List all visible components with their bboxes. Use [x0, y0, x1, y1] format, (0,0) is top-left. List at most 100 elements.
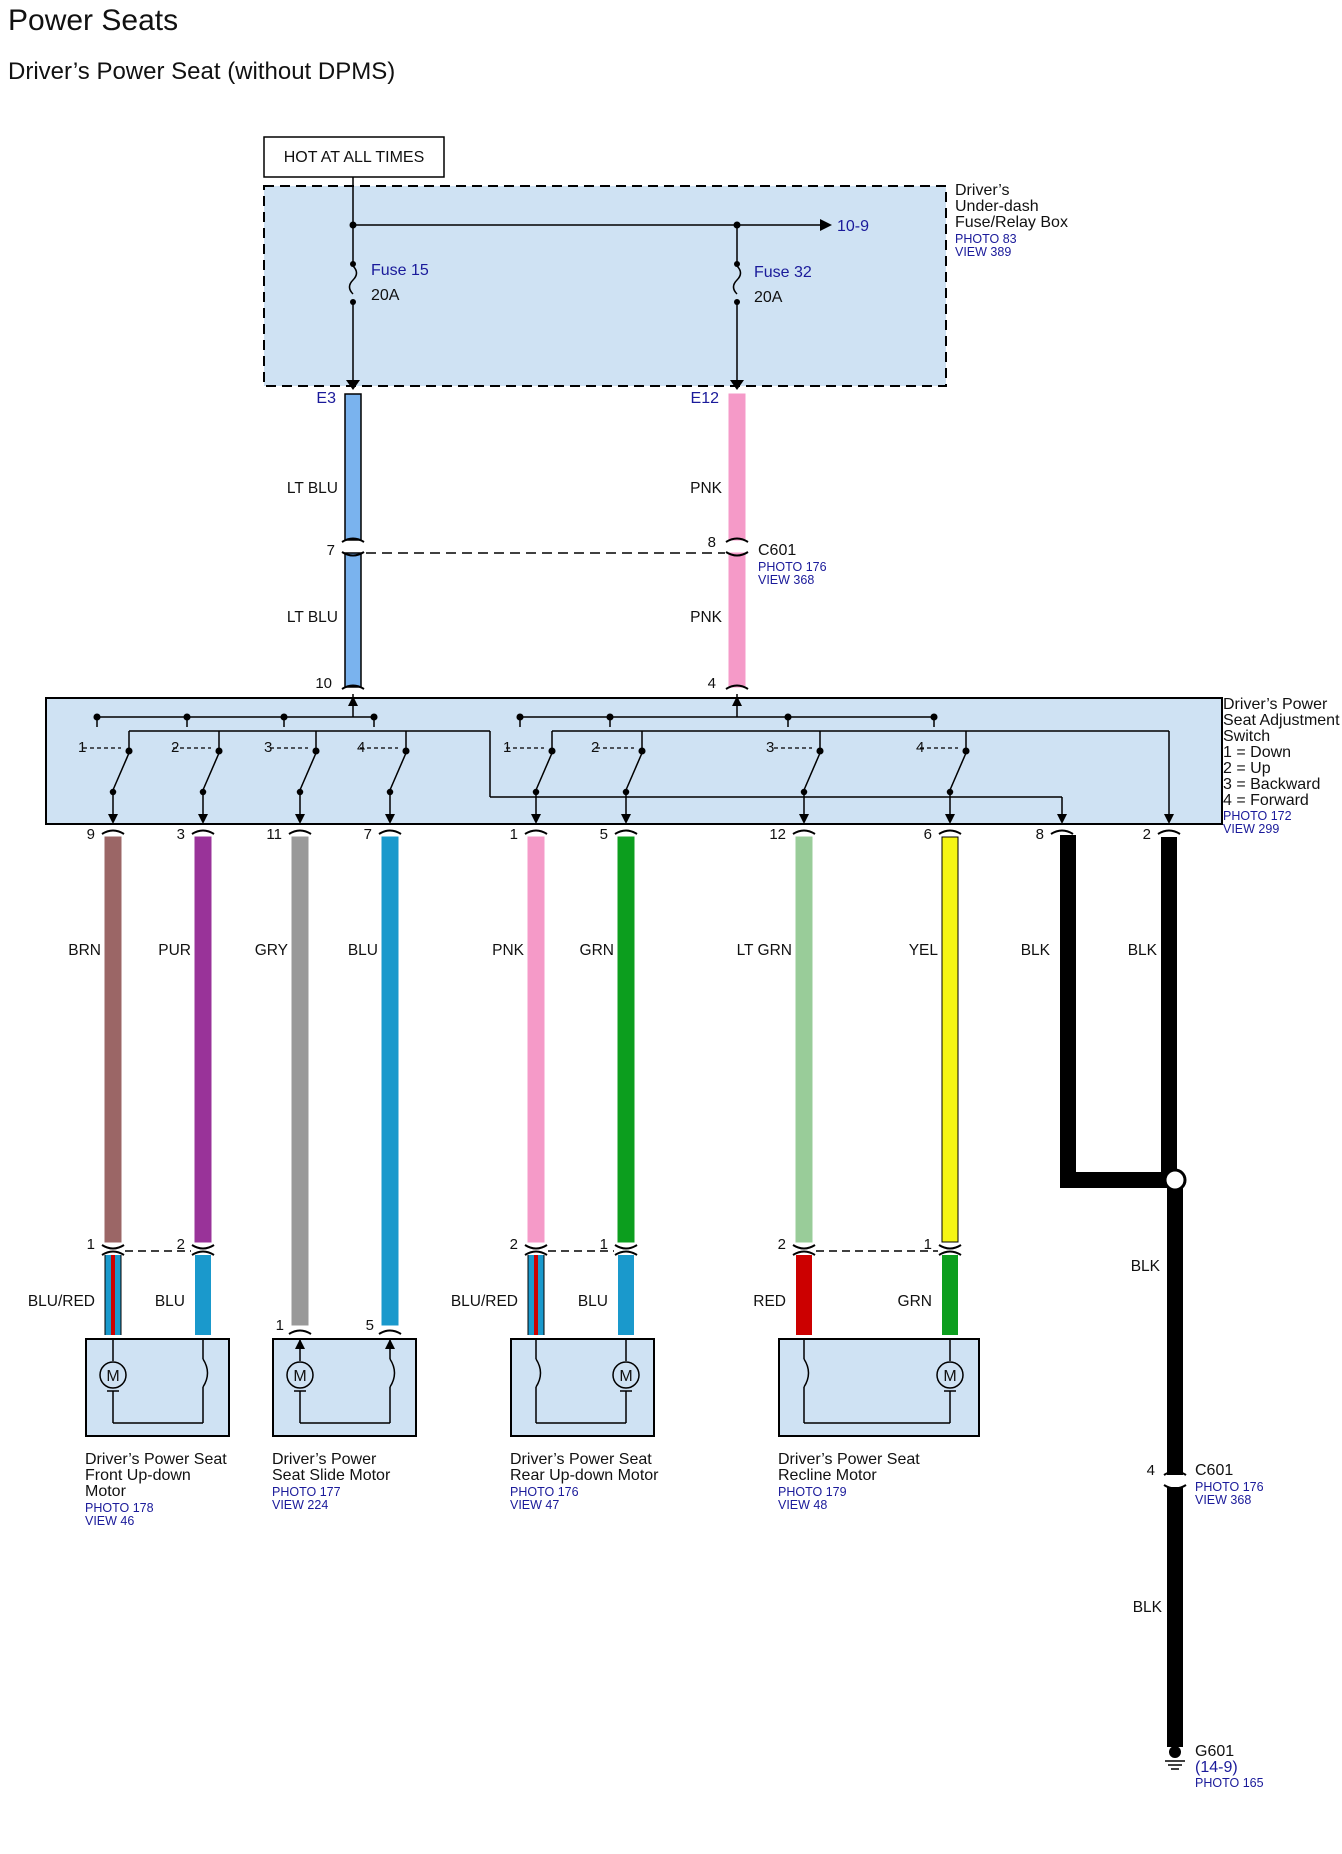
- switch-contact-number: 2: [591, 739, 599, 756]
- ground-point-icon: [1169, 1746, 1181, 1758]
- wire-lt-blu-lower: [344, 552, 362, 688]
- motor-view: VIEW 46: [85, 1514, 134, 1528]
- output-wire-label: BLK: [1128, 942, 1158, 959]
- motor-lead-label: BLU/RED: [451, 1293, 518, 1310]
- switch-contact-number: 2: [171, 739, 179, 756]
- output-wire: [795, 836, 813, 1243]
- arrow-icon: [820, 219, 832, 231]
- switch-view: VIEW 299: [1223, 822, 1279, 836]
- output-wire: [194, 836, 212, 1243]
- ground-splice-icon: [1163, 1168, 1187, 1192]
- output-wire-label: BLK: [1021, 942, 1051, 959]
- motor-symbol: M: [293, 1368, 306, 1385]
- motor-lead-label: BLU/RED: [28, 1293, 95, 1310]
- motor-name: Rear Up-down Motor: [510, 1467, 659, 1484]
- switch-legend-4: 4 = Forward: [1223, 792, 1309, 809]
- motor-name: Driver’s Power Seat: [85, 1451, 227, 1468]
- output-wire-label: PUR: [158, 942, 191, 959]
- motor-lead-label: RED: [753, 1293, 786, 1310]
- motor-name: Driver’s Power Seat: [778, 1451, 920, 1468]
- output-pin: 11: [266, 826, 282, 843]
- hot-at-all-times-box: [263, 136, 445, 178]
- wire-blk-ground-low: [1167, 1487, 1183, 1747]
- motor-name: Seat Slide Motor: [272, 1467, 391, 1484]
- output-wire-label: YEL: [909, 942, 939, 959]
- wire-lt-blu-upper: [344, 393, 362, 541]
- motor-connector-pin: 1: [276, 1317, 284, 1334]
- ground-name: G601: [1195, 1743, 1234, 1760]
- switch-contact-number: 4: [916, 739, 924, 756]
- wire-label-lt-blu-1: LT BLU: [287, 480, 338, 497]
- output-pin: 2: [1143, 826, 1151, 843]
- motor-view: VIEW 47: [510, 1498, 559, 1512]
- output-wire: [104, 836, 122, 1243]
- switch-pin-10: 10: [315, 675, 332, 692]
- fuse-relay-box: [263, 185, 947, 387]
- fuse-box-ref: 10-9: [837, 218, 869, 235]
- fuse-box-photo: PHOTO 83: [955, 232, 1017, 246]
- circuit-breaker-icon: [389, 1358, 396, 1388]
- motor-icon: [612, 1361, 640, 1389]
- fuse-15-icon: [348, 265, 358, 295]
- output-wire-label: BLU: [348, 942, 378, 959]
- ground-junction-wire: [1060, 835, 1175, 1188]
- wire-label-pnk-1: PNK: [690, 480, 723, 497]
- motor-name: Front Up-down: [85, 1467, 191, 1484]
- circuit-breaker-icon: [202, 1358, 209, 1388]
- c601-ground-pin: 4: [1147, 1462, 1155, 1479]
- ground-ref: (14-9): [1195, 1759, 1238, 1776]
- wire-label-lt-blu-2: LT BLU: [287, 609, 338, 626]
- motor-connector-pin: 2: [778, 1236, 786, 1253]
- ground-wire-label-mid: BLK: [1131, 1258, 1161, 1275]
- output-pin: 3: [177, 826, 185, 843]
- motor-icon: [936, 1361, 964, 1389]
- wire-pnk-lower: [728, 552, 746, 688]
- output-wire-label: GRY: [255, 942, 288, 959]
- output-pin: 7: [364, 826, 372, 843]
- output-wire-label: BRN: [68, 942, 101, 959]
- output-pin: 5: [600, 826, 608, 843]
- switch-name-line1: Driver’s Power: [1223, 696, 1328, 713]
- fuse-32-name: Fuse 32: [754, 264, 812, 281]
- ground-section: BLK 4 C601 PHOTO 176 VIEW 368 BLK G601 (…: [1060, 835, 1264, 1790]
- motor-photo: PHOTO 178: [85, 1501, 154, 1515]
- motor-name: Driver’s Power Seat: [510, 1451, 652, 1468]
- c601-top-photo: PHOTO 176: [758, 560, 827, 574]
- fuse-32-rating: 20A: [754, 289, 783, 306]
- motor-photo: PHOTO 177: [272, 1485, 341, 1499]
- fuse-box-name-line2: Under-dash: [955, 198, 1039, 215]
- ground-photo: PHOTO 165: [1195, 1776, 1264, 1790]
- motor-view: VIEW 224: [272, 1498, 328, 1512]
- switch-contact-number: 3: [766, 739, 774, 756]
- motor-icon: [286, 1361, 314, 1389]
- output-wire: [941, 836, 959, 1243]
- switch-name-line2: Seat Adjustment: [1223, 712, 1340, 729]
- page-title: Power Seats: [8, 4, 178, 37]
- terminal-e12: E12: [691, 390, 720, 407]
- motor-connector-pin: 1: [924, 1236, 932, 1253]
- switch-legend-1: 1 = Down: [1223, 744, 1291, 761]
- switch-legend-3: 3 = Backward: [1223, 776, 1320, 793]
- motor-connector-pin: 2: [510, 1236, 518, 1253]
- wire-label-pnk-2: PNK: [690, 609, 723, 626]
- switch-contact-number: 3: [264, 739, 272, 756]
- output-pin: 9: [87, 826, 95, 843]
- motor-photo: PHOTO 176: [510, 1485, 579, 1499]
- switch-legend-2: 2 = Up: [1223, 760, 1271, 777]
- fuse-15-name: Fuse 15: [371, 262, 429, 279]
- motor-photo: PHOTO 179: [778, 1485, 847, 1499]
- c601-pin-8: 8: [708, 534, 716, 551]
- output-wire: [291, 836, 309, 1326]
- output-pin: 1: [510, 826, 518, 843]
- motor-name: Driver’s Power: [272, 1451, 377, 1468]
- switch-photo: PHOTO 172: [1223, 809, 1292, 823]
- motor-lead-label: BLU: [155, 1293, 185, 1310]
- motor-symbol: M: [943, 1368, 956, 1385]
- power-seat-switch-box: [45, 697, 1223, 825]
- circuit-breaker-icon: [803, 1358, 810, 1388]
- wire-pnk-upper: [728, 393, 746, 541]
- circuit-breaker-icon: [535, 1358, 542, 1388]
- motor-view: VIEW 48: [778, 1498, 827, 1512]
